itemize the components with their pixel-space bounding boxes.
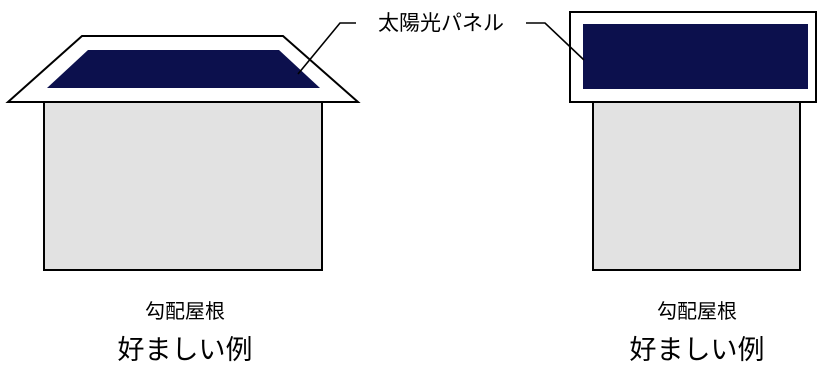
left-caption-roof-type: 勾配屋根 — [145, 299, 225, 323]
right-leader-line — [526, 22, 585, 61]
left-solar-panel — [47, 50, 320, 88]
left-caption-verdict: 好ましい例 — [118, 335, 253, 366]
right-house — [569, 11, 817, 271]
solar-panel-label: 太陽光パネル — [378, 11, 504, 35]
right-house-wall — [592, 101, 801, 271]
left-leader-line — [297, 22, 356, 75]
left-house — [5, 35, 361, 271]
right-solar-panel — [583, 24, 808, 89]
right-caption-roof-type: 勾配屋根 — [657, 299, 737, 323]
left-house-wall — [43, 101, 323, 271]
right-caption-verdict: 好ましい例 — [630, 335, 765, 366]
